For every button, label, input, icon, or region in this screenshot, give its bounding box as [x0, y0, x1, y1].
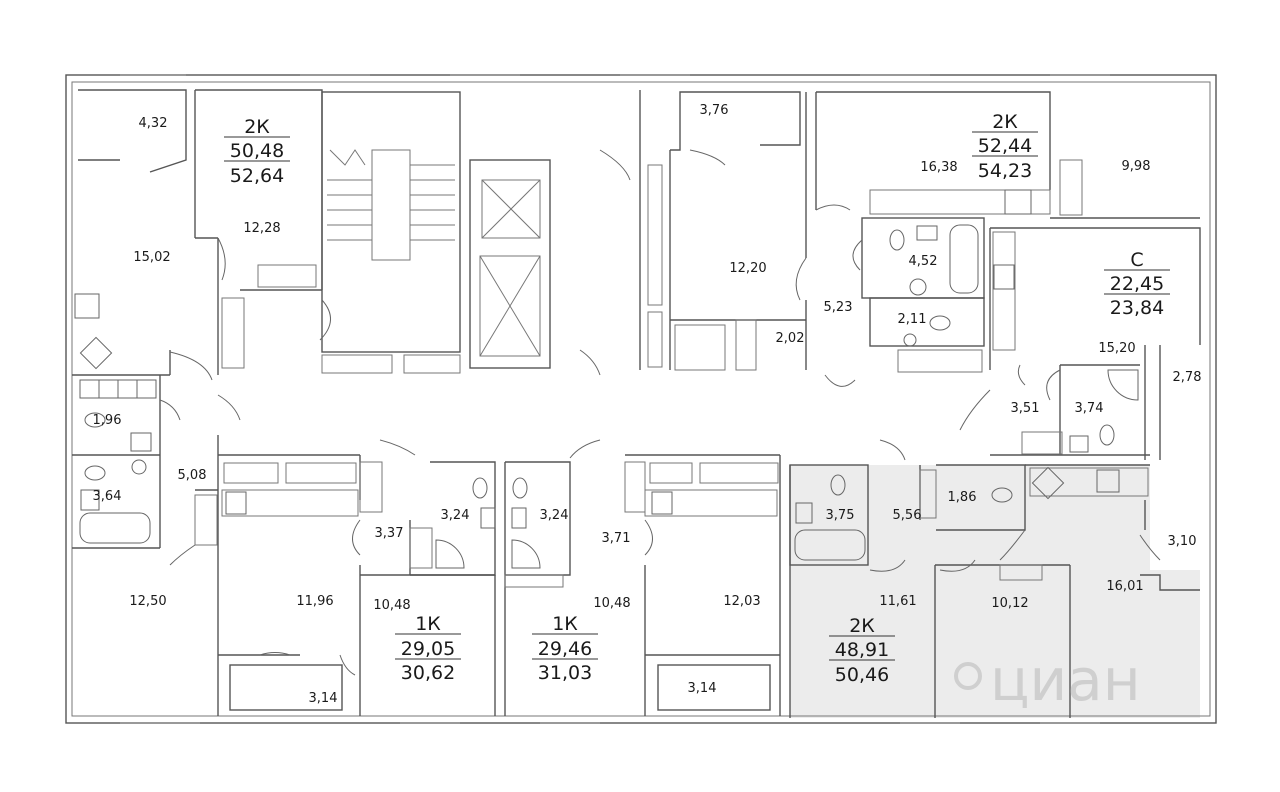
room-area: 3,10 [1168, 534, 1197, 549]
room-area: 16,38 [920, 160, 957, 175]
apartment-label-a5[interactable]: 1К 29,46 31,03 [532, 613, 598, 684]
room-area: 5,56 [893, 508, 922, 523]
room-area: 4,52 [909, 254, 938, 269]
room-area: 10,12 [991, 596, 1028, 611]
room-area: 5,08 [178, 468, 207, 483]
apartment-total-area: 52,64 [230, 165, 284, 187]
apartment-living-area: 29,46 [538, 638, 592, 660]
room-area: 12,03 [723, 594, 760, 609]
apartment-type: 2К [992, 111, 1018, 133]
room-area: 3,76 [700, 103, 729, 118]
room-area: 3,51 [1011, 401, 1040, 416]
room-area: 15,02 [133, 250, 170, 265]
room-area: 11,61 [879, 594, 916, 609]
apartment-total-area: 30,62 [401, 662, 455, 684]
apartment-label-a6[interactable]: 2К 48,91 50,46 [829, 615, 895, 686]
apartment-living-area: 22,45 [1110, 273, 1164, 295]
watermark-text: циан [990, 646, 1141, 714]
room-area: 1,86 [948, 490, 977, 505]
room-area: 16,01 [1106, 579, 1143, 594]
room-area: 3,75 [826, 508, 855, 523]
room-area: 4,32 [139, 116, 168, 131]
apartment-living-area: 50,48 [230, 140, 284, 162]
apartment-total-area: 31,03 [538, 662, 592, 684]
room-area: 15,20 [1098, 341, 1135, 356]
apartment-living-area: 29,05 [401, 638, 455, 660]
room-area: 12,20 [729, 261, 766, 276]
room-area: 3,74 [1075, 401, 1104, 416]
room-area: 2,78 [1173, 370, 1202, 385]
apartment-type: С [1130, 249, 1143, 271]
room-labels: 4,32 12,28 15,02 1,96 3,64 5,08 12,50 3,… [93, 103, 1202, 706]
outer-walls [65, 74, 1217, 724]
room-area: 12,28 [243, 221, 280, 236]
room-area: 10,48 [373, 598, 410, 613]
apartment-total-area: 23,84 [1110, 297, 1164, 319]
apartment-type: 1К [552, 613, 578, 635]
apartment-total-area: 54,23 [978, 160, 1032, 182]
watermark-logo: циан [954, 646, 1141, 714]
apartment-total-area: 50,46 [835, 664, 889, 686]
apartment-type: 2К [849, 615, 875, 637]
room-area: 9,98 [1122, 159, 1151, 174]
door-swings [159, 149, 1161, 676]
apartment-label-a1[interactable]: 2К 50,48 52,64 [224, 116, 290, 187]
apartment-label-a4[interactable]: 1К 29,05 30,62 [395, 613, 461, 684]
room-area: 3,14 [309, 691, 338, 706]
room-area: 2,02 [776, 331, 805, 346]
fixtures [74, 189, 1139, 569]
room-area: 3,71 [602, 531, 631, 546]
room-area: 12,50 [129, 594, 166, 609]
room-area: 3,24 [441, 508, 470, 523]
room-area: 2,11 [898, 312, 927, 327]
apartment-label-a2[interactable]: 2К 52,44 54,23 [972, 111, 1038, 182]
room-area: 3,24 [540, 508, 569, 523]
apartment-type: 1К [415, 613, 441, 635]
apartment-living-area: 48,91 [835, 639, 889, 661]
highlighted-apartment-area[interactable] [790, 465, 1200, 718]
room-area: 3,37 [375, 526, 404, 541]
apartment-label-a3[interactable]: С 22,45 23,84 [1104, 249, 1170, 319]
room-area: 5,23 [824, 300, 853, 315]
interior-walls [72, 89, 1201, 718]
room-area: 3,64 [93, 489, 122, 504]
room-area: 3,14 [688, 681, 717, 696]
apartment-living-area: 52,44 [978, 135, 1032, 157]
room-area: 1,96 [93, 413, 122, 428]
room-area: 10,48 [593, 596, 630, 611]
room-area: 11,96 [296, 594, 333, 609]
apartment-type: 2К [244, 116, 270, 138]
